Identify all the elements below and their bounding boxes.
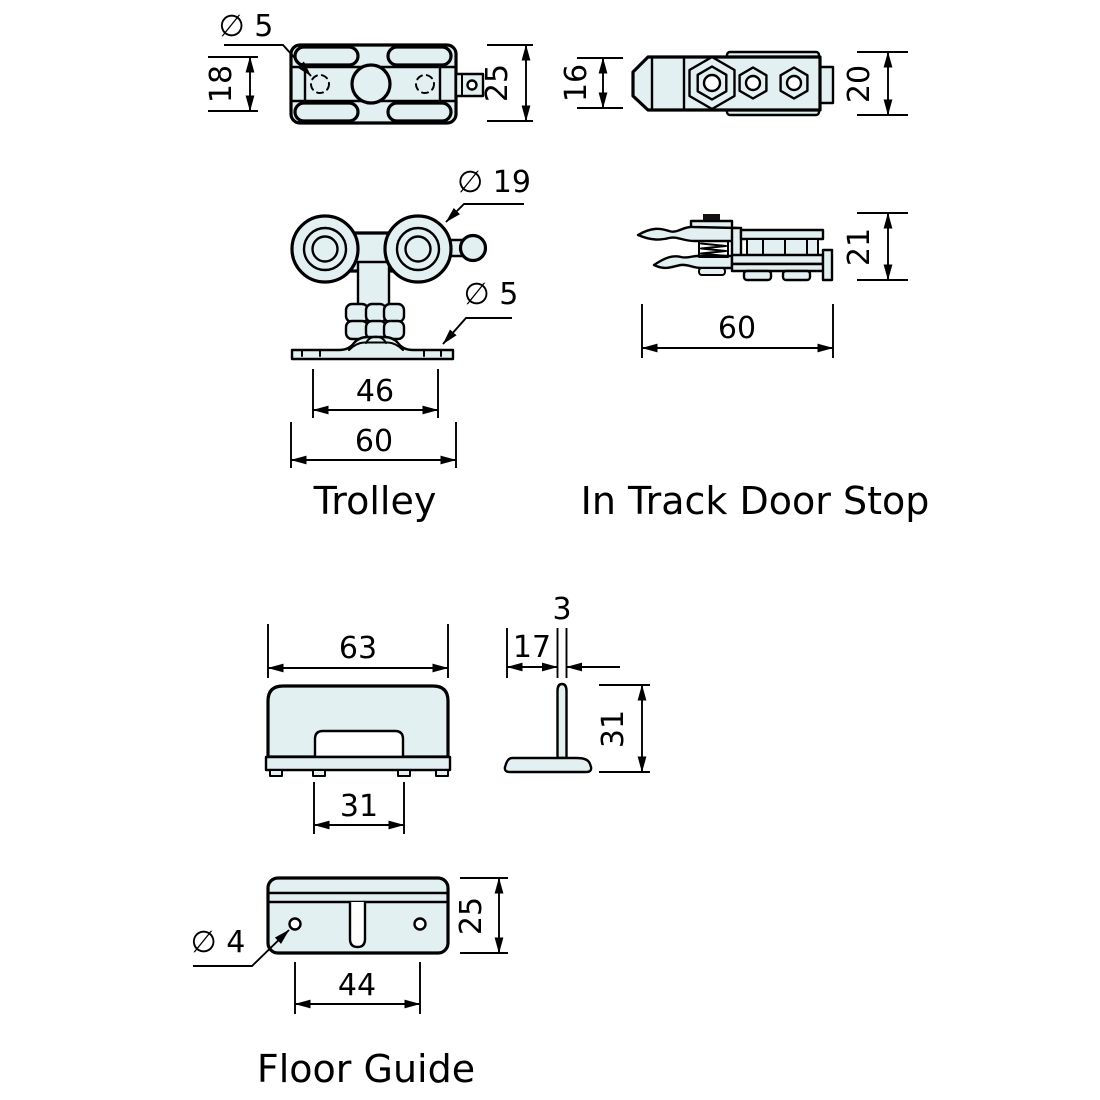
floor-guide-foot — [435, 769, 449, 777]
trolley-roller-top-left — [293, 45, 360, 67]
trolley-stem — [356, 260, 391, 309]
floor-guide-hole-right — [413, 917, 427, 931]
trolley-wheel-left-ring — [302, 226, 348, 272]
door-stop-top-view: 16 20 — [559, 50, 908, 117]
door-stop-hex-right-hole — [785, 74, 803, 92]
door-stop-end-hook — [821, 248, 834, 282]
trolley-roller-top-right — [386, 45, 453, 67]
dim-floor-guide-base-depth: 17 — [513, 630, 551, 665]
trolley-wheel-left-hub — [311, 235, 339, 263]
door-stop-spring — [700, 242, 727, 257]
trolley-plate-hump-underside — [348, 341, 404, 351]
trolley-roller-bottom-left — [293, 101, 360, 123]
floor-guide-part-label: Floor Guide — [257, 1047, 475, 1091]
leader-trolley-hole — [224, 44, 312, 77]
dim-floor-guide-hole-spacing: 44 — [338, 968, 376, 1003]
dim-door-stop-nose-height: 16 — [559, 64, 594, 102]
dim-door-stop-length: 60 — [718, 311, 756, 346]
trolley-hidden-hole-left — [310, 74, 330, 94]
door-stop-window-dividers — [762, 238, 808, 256]
door-stop-bottom-bar — [730, 253, 825, 266]
door-stop-screw-cap — [703, 214, 720, 221]
door-stop-hex-large-hole — [702, 73, 722, 93]
floor-guide-side-view: 3 17 31 — [503, 592, 650, 774]
dim-trolley-roller-pitch: 18 — [204, 65, 239, 103]
dim-floor-guide-hole-diameter: ∅ 4 — [191, 925, 246, 960]
dim-door-stop-height: 21 — [842, 228, 877, 266]
door-stop-body-dividers — [650, 55, 686, 112]
door-stop-top-prong — [636, 225, 739, 243]
floor-guide-foot — [397, 769, 411, 777]
trolley-top-view: ∅ 5 18 25 — [204, 9, 533, 125]
dim-trolley-hole-diameter: ∅ 5 — [219, 9, 274, 44]
dim-floor-guide-notch-width: 31 — [340, 789, 378, 824]
trolley-mounting-plate — [290, 335, 455, 361]
leader-trolley-wheel — [445, 203, 524, 223]
trolley-part-label: Trolley — [313, 479, 437, 523]
ext-lines-door-stop-20 — [857, 51, 908, 116]
door-stop-foot-right — [781, 269, 812, 282]
trolley-plate-ticks — [301, 349, 442, 357]
floor-guide-side-base — [503, 756, 593, 774]
floor-guide-blade — [556, 682, 568, 760]
trolley-tab-hole — [466, 79, 478, 91]
leader-floor-guide-hole — [193, 929, 290, 967]
floor-guide-front-view: 63 31 — [264, 624, 452, 834]
trolley-plate-hole-arc — [365, 335, 387, 344]
door-stop-top-bar — [739, 228, 825, 241]
floor-guide-foot — [269, 769, 283, 777]
dim-floor-guide-blade-thickness: 3 — [552, 592, 571, 627]
dim-trolley-wheel-diameter: ∅ 19 — [457, 165, 531, 200]
trolley-front-view: ∅ 19 ∅ 5 46 60 Trolley — [290, 165, 531, 523]
dim-trolley-body-width: 25 — [480, 64, 515, 102]
floor-guide-foot — [312, 769, 326, 777]
door-stop-side-view: 21 60 In Track Door Stop — [581, 212, 930, 523]
door-stop-spring-housing — [698, 240, 729, 258]
trolley-nut-stack — [344, 302, 406, 341]
dim-floor-guide-height: 31 — [596, 710, 631, 748]
trolley-peg-knob — [458, 233, 488, 263]
dim-floor-guide-depth: 25 — [454, 897, 489, 935]
door-stop-part-label: In Track Door Stop — [581, 479, 930, 523]
trolley-wheel-right-hub — [404, 235, 432, 263]
ext-lines-door-stop-21 — [857, 212, 908, 281]
floor-guide-front-base — [264, 755, 452, 772]
dim-trolley-plate-length: 60 — [355, 424, 393, 459]
floor-guide-top-view: 25 44 ∅ 4 Floor Guide — [191, 876, 508, 1091]
trolley-hidden-hole-right — [415, 74, 435, 94]
ext-lines-floor-guide-3 — [556, 628, 568, 678]
nut-facet — [344, 302, 370, 324]
dim-trolley-plate-hole-diameter: ∅ 5 — [464, 277, 519, 312]
dim-door-stop-body-height: 20 — [842, 65, 877, 103]
trolley-wheel-right-ring — [395, 226, 441, 272]
floor-guide-top-slot — [348, 900, 367, 949]
door-stop-hex-mid-hole — [744, 74, 762, 92]
nut-facet — [382, 302, 406, 324]
leader-trolley-plate-hole — [442, 317, 512, 345]
door-stop-prong-foot — [698, 267, 726, 276]
trolley-center-boss — [350, 63, 392, 105]
trolley-roller-bottom-right — [386, 101, 453, 123]
door-stop-foot-left — [742, 269, 773, 282]
floor-guide-hole-left — [288, 917, 302, 931]
dim-floor-guide-width: 63 — [339, 631, 377, 666]
dim-trolley-hole-spacing: 46 — [356, 374, 394, 409]
floor-guide-front-notch — [313, 729, 405, 759]
